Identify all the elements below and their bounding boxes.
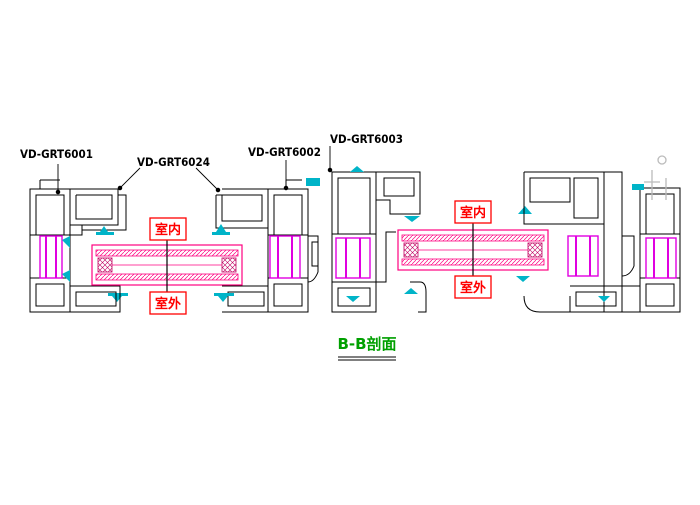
gasket-left-top [96, 226, 114, 235]
mullion-gaskets [306, 166, 420, 302]
callout-vd-grt6024: VD-GRT6024 [137, 155, 210, 169]
callout-vd-grt6002: VD-GRT6002 [248, 145, 321, 159]
gasket-left-bottom [108, 293, 128, 302]
indoor-text-left: 室内 [155, 222, 181, 238]
outdoor-label-left: 室外 [149, 291, 187, 315]
outdoor-label-right: 室外 [454, 275, 492, 299]
thermal-break-right [567, 235, 677, 279]
gasket-right [598, 184, 644, 302]
frame-profile-center [222, 179, 309, 313]
watermark-mark [644, 155, 667, 200]
sash-profile-center [215, 188, 269, 229]
mullion-profile [331, 171, 421, 313]
outdoor-text-right: 室外 [460, 280, 486, 296]
handle-left [307, 235, 319, 283]
thermal-break-left [39, 235, 70, 282]
frame-sill-left [70, 285, 121, 313]
section-caption: B-B剖面 [337, 335, 396, 353]
leader-lines [55, 146, 333, 195]
sash-profile-right [523, 171, 605, 313]
sash-hook-right [376, 231, 427, 313]
callout-vd-grt6003: VD-GRT6003 [330, 132, 403, 146]
gasket-center-bottom [214, 293, 234, 302]
mullion-thermal-break [335, 237, 371, 279]
frame-profile-right [570, 171, 681, 313]
outdoor-text-left: 室外 [155, 296, 181, 312]
gasket-center-top [212, 224, 230, 235]
callout-vd-grt6001: VD-GRT6001 [20, 147, 93, 161]
indoor-text-right: 室内 [460, 205, 486, 221]
indoor-label-left: 室内 [149, 217, 187, 241]
thermal-break-center [269, 235, 301, 279]
right-glass-gaskets [516, 206, 532, 282]
indoor-label-right: 室内 [454, 200, 492, 224]
